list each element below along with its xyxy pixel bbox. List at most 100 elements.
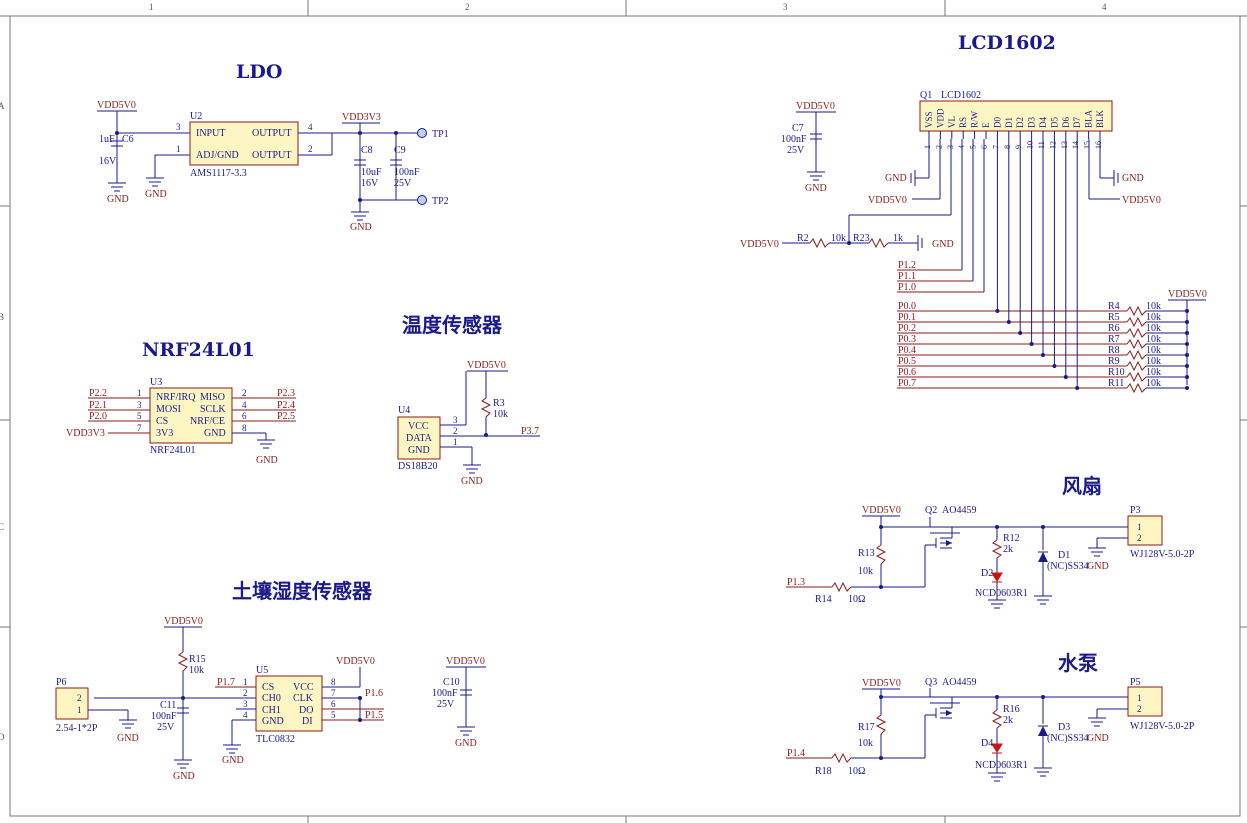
- pin-number: 2: [77, 693, 82, 703]
- net-label: P2.0: [89, 411, 107, 422]
- lcd-pin-label: BLK: [1095, 109, 1105, 128]
- row-label: B: [0, 312, 4, 322]
- lcd-ref: Q1: [920, 90, 932, 101]
- adc-chip: [255, 675, 323, 732]
- net-label: P0.6: [898, 367, 916, 378]
- gnd-label: GND: [173, 771, 195, 782]
- temp-ref: U4: [398, 405, 410, 416]
- tp1-label: TP1: [432, 129, 449, 140]
- p3-ref: P3: [1130, 505, 1141, 516]
- r12-ref: R12: [1003, 533, 1020, 544]
- r12-value: 2k: [1003, 544, 1013, 555]
- gnd-label: GND: [1087, 733, 1109, 744]
- nrf-pin: CS: [156, 416, 168, 427]
- lcd-part: LCD1602: [941, 90, 981, 101]
- gnd-label: GND: [805, 183, 827, 194]
- lcd-pin-label: D2: [1015, 117, 1025, 128]
- nrf-pin: NRF/IRQ: [156, 392, 196, 403]
- r18-ref: R18: [815, 766, 832, 777]
- c7-ref: C7: [792, 123, 804, 134]
- lcd-pin-label: VL: [947, 116, 957, 128]
- lcd-pin-label: RS: [958, 117, 968, 128]
- connector-p5: [1127, 686, 1163, 717]
- pullup-value: 10k: [1146, 312, 1161, 323]
- net-label: VDD5V0: [164, 616, 203, 627]
- c6-value: 1uF: [99, 134, 115, 145]
- net-label: P0.3: [898, 334, 916, 345]
- pullup-ref: R8: [1108, 345, 1120, 356]
- pin-number: 2: [243, 688, 248, 698]
- adc-pin: CH0: [262, 693, 281, 704]
- net-label: VDD5V0: [1168, 289, 1207, 300]
- net-label: VDD5V0: [796, 101, 835, 112]
- c8-ref: C8: [361, 145, 373, 156]
- connector-p3: [1127, 515, 1163, 546]
- pin-number: 1: [176, 144, 181, 154]
- diode-d1: [1038, 552, 1048, 562]
- gnd-label: GND: [222, 755, 244, 766]
- net-label: VDD5V0: [1122, 195, 1161, 206]
- section-title-temp: 温度传感器: [402, 313, 503, 337]
- r18-value: 10Ω: [848, 766, 865, 777]
- pin-number: 4: [242, 400, 247, 410]
- pin-number: 1: [77, 705, 82, 715]
- temp-pin: GND: [408, 445, 430, 456]
- ldo-ref: U2: [190, 111, 202, 122]
- gnd-label: GND: [1122, 173, 1144, 184]
- nrf-pin: MOSI: [156, 404, 181, 415]
- lcd-pin-number: 7: [991, 145, 1000, 149]
- nrf-ref: U3: [150, 377, 162, 388]
- lcd-pin-label: D4: [1038, 117, 1048, 128]
- c10-value: 100nF: [432, 688, 458, 699]
- ldo-part: AMS1117-3.3: [190, 168, 247, 179]
- lcd-pin-label: R/W: [970, 110, 980, 128]
- pin-number: 4: [308, 122, 313, 132]
- gnd-label: GND: [1087, 561, 1109, 572]
- net-label: VDD5V0: [862, 505, 901, 516]
- temp-sensor-chip: [397, 416, 441, 460]
- pin-number: 3: [176, 122, 181, 132]
- net-label: P0.1: [898, 312, 916, 323]
- net-label: P3.7: [521, 426, 539, 437]
- adc-pin: DO: [299, 705, 313, 716]
- net-label: P1.6: [365, 688, 383, 699]
- led-d2: [991, 572, 1003, 582]
- adc-pin: VCC: [293, 682, 314, 693]
- gnd-label: GND: [350, 222, 372, 233]
- section-title-nrf: NRF24L01: [142, 339, 255, 361]
- adc-pin: GND: [262, 716, 284, 727]
- gnd-label: GND: [461, 476, 483, 487]
- adc-pin: CLK: [293, 693, 314, 704]
- pullup-value: 10k: [1146, 378, 1161, 389]
- column-label: 1: [149, 2, 154, 12]
- p3-part: WJ128V-5.0-2P: [1130, 549, 1195, 560]
- lcd-pin-number: 1: [923, 145, 932, 149]
- net-label: P1.3: [787, 577, 805, 588]
- d3-ref: D3: [1058, 722, 1070, 733]
- pullup-ref: R7: [1108, 334, 1120, 345]
- c6-voltage: 16V: [99, 156, 117, 167]
- pullup-value: 10k: [1146, 356, 1161, 367]
- led-d4: [991, 743, 1003, 753]
- r23-value: 1k: [893, 233, 903, 244]
- test-point-tp2[interactable]: [417, 195, 427, 205]
- fan-circuit: VDD5V0 R13 10k P1.3 R14 10Ω Q2 AO4459: [786, 505, 1195, 609]
- d1-ref: D1: [1058, 550, 1070, 561]
- lcd-pin-label: BLA: [1084, 109, 1094, 128]
- nrf-pin: SCLK: [200, 404, 226, 415]
- p6-part: 2.54-1*2P: [56, 723, 98, 734]
- net-label: VDD5V0: [467, 360, 506, 371]
- net-label: P1.4: [787, 748, 805, 759]
- tp2-label: TP2: [432, 196, 449, 207]
- pin-number: 8: [331, 677, 336, 687]
- c8-value: 10uF: [361, 167, 382, 178]
- nrf-pin: MISO: [200, 392, 225, 403]
- lcd-pin-number: 8: [1003, 145, 1012, 149]
- row-label: D: [0, 732, 5, 742]
- net-label: P0.0: [898, 301, 916, 312]
- lcd-pin-number: 9: [1014, 145, 1023, 149]
- q2-part: AO4459: [942, 505, 976, 516]
- test-point-tp1[interactable]: [417, 128, 427, 138]
- c11-value: 100nF: [151, 711, 177, 722]
- pullup-ref: R9: [1108, 356, 1120, 367]
